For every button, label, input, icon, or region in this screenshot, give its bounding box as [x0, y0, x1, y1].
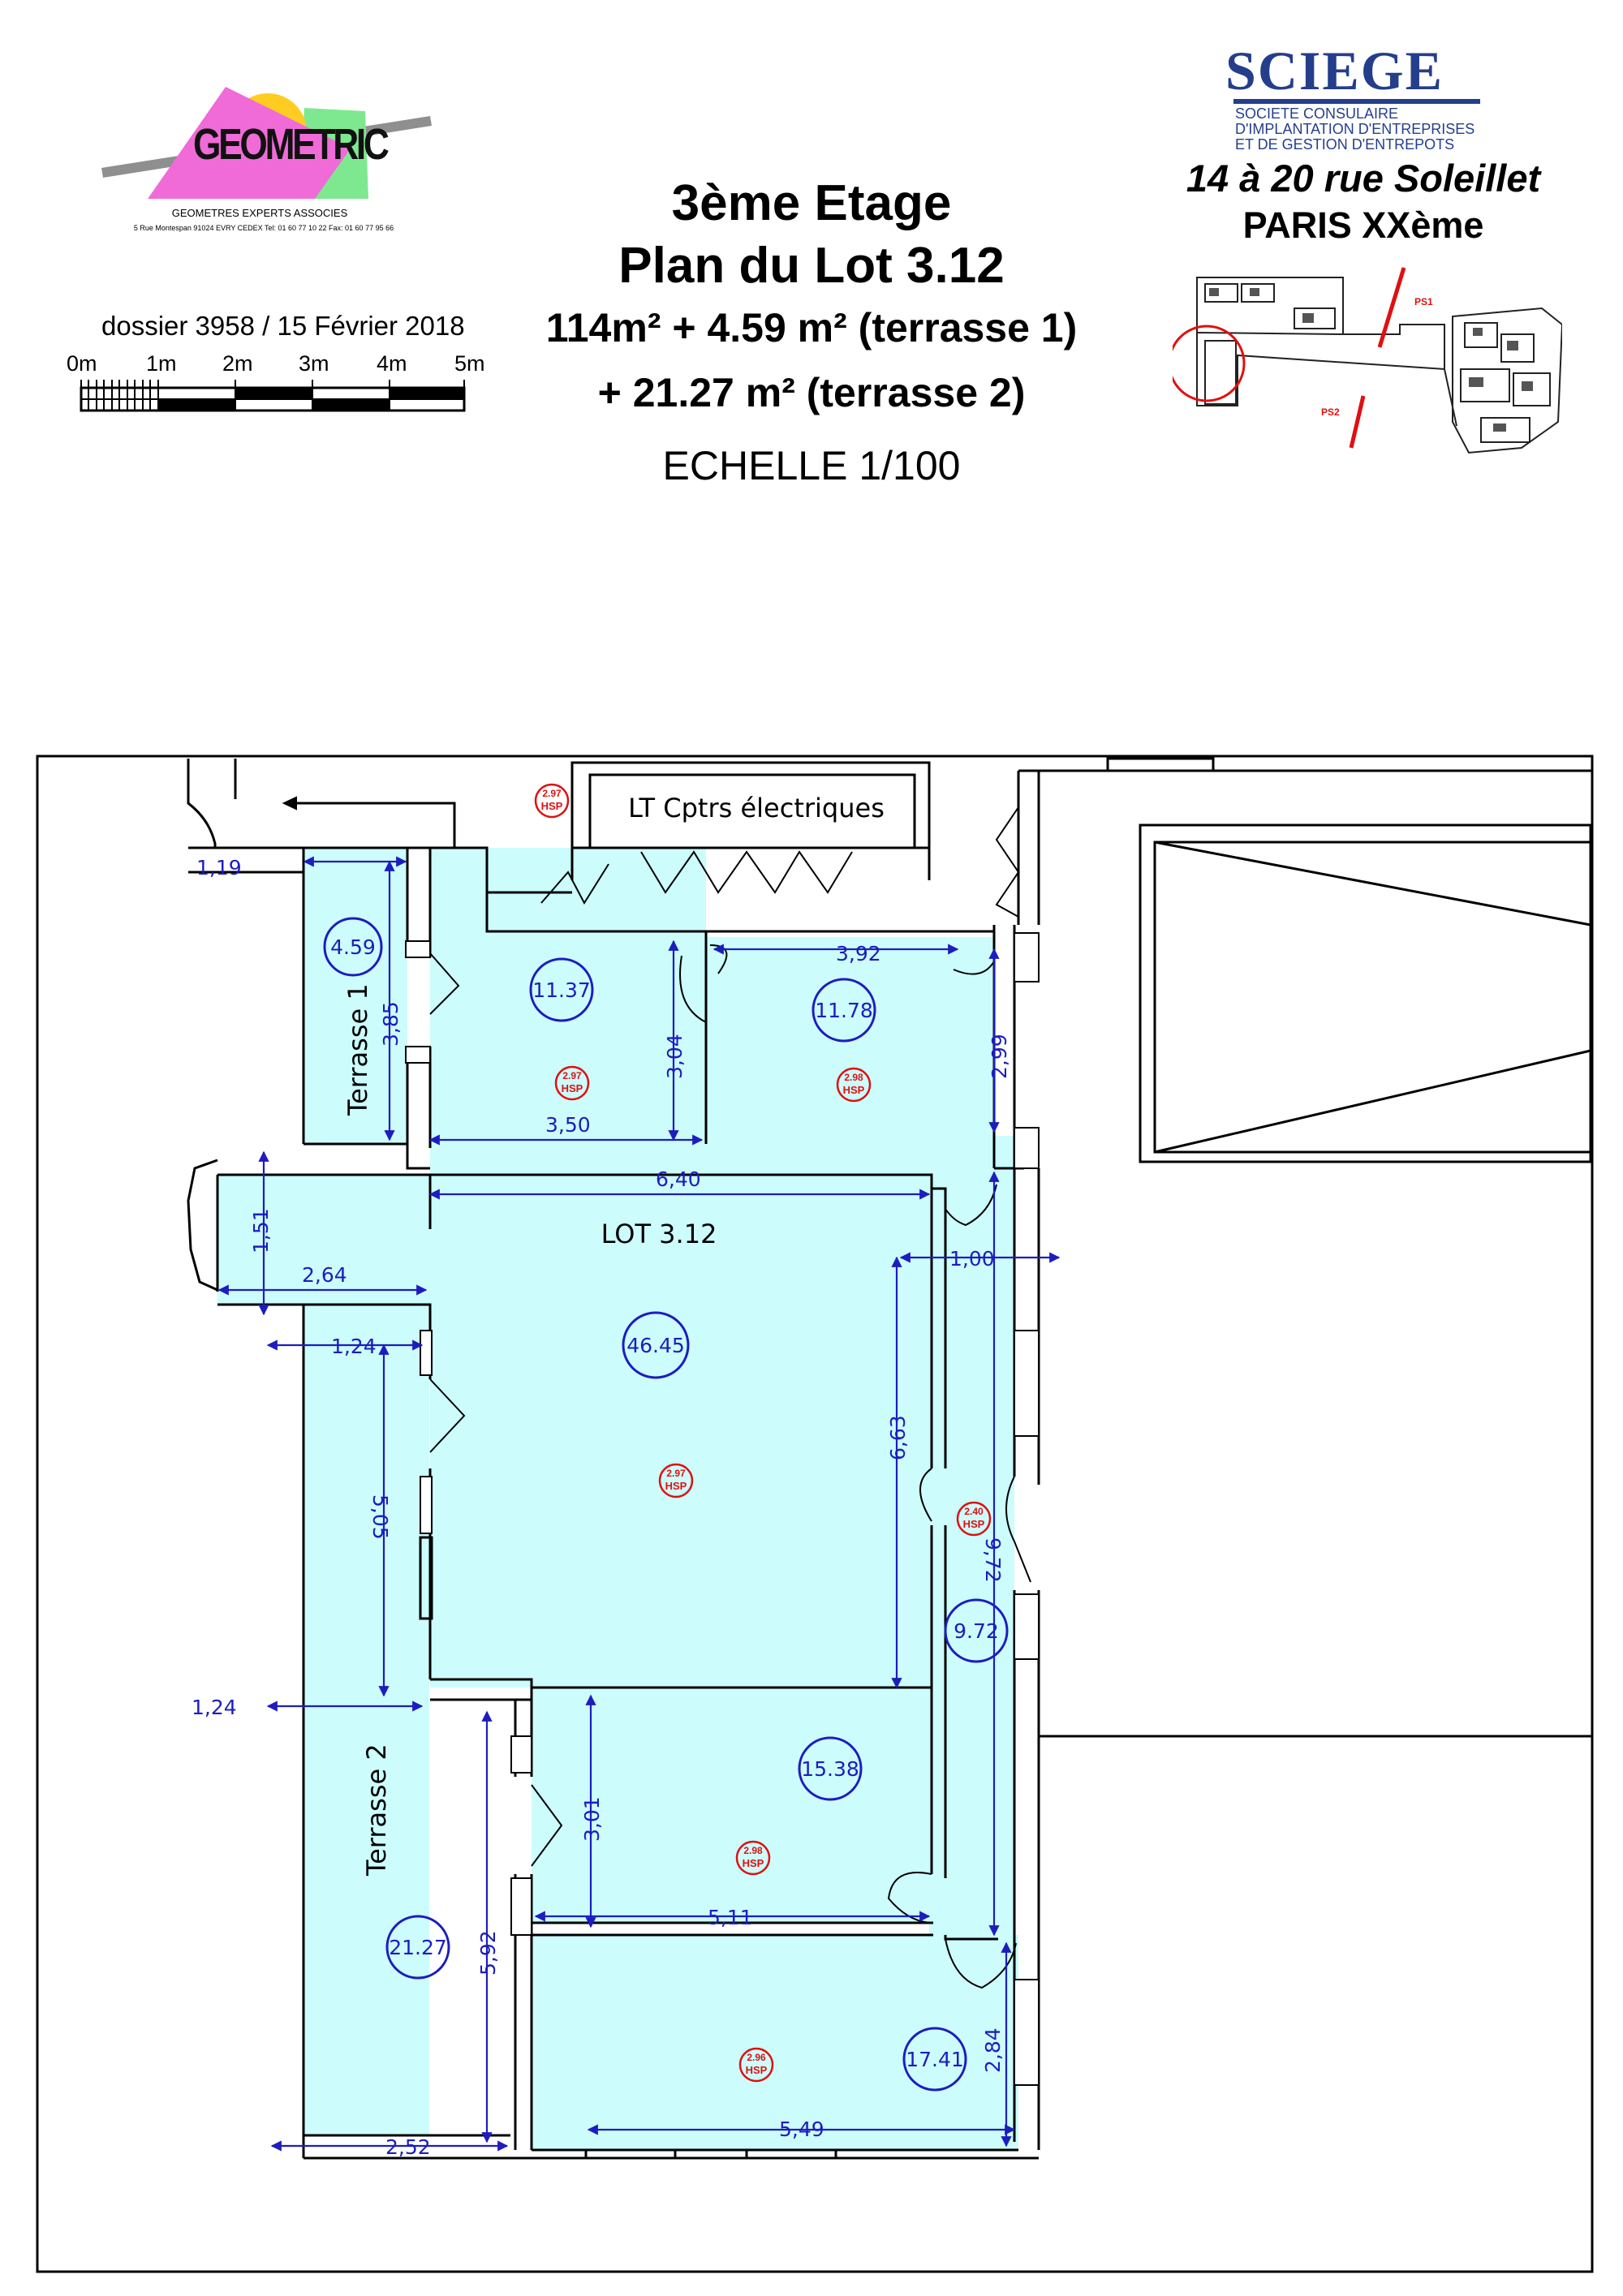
area-label-room-17-41: 17.41	[906, 2048, 964, 2071]
dim-1-24-bottom: 1,24	[192, 1696, 237, 1719]
dim-3-01: 3,01	[580, 1796, 604, 1842]
floor-fills	[217, 848, 1018, 2150]
hsp-value-lt: 2.97	[542, 788, 562, 799]
area-label-terrasse-2: 21.27	[389, 1936, 447, 1959]
scale-bar	[80, 380, 466, 412]
key-plan-label-ps1: PS1	[1414, 296, 1433, 307]
hsp-label-lt: HSP	[541, 800, 563, 812]
hsp-value-room-11-37: 2.97	[562, 1070, 582, 1081]
scale-label-2: 2m	[222, 351, 253, 376]
dim-2-99: 2,99	[988, 1034, 1011, 1079]
geometric-address: 5 Rue Montespan 91024 EVRY CEDEX Tel: 01…	[133, 224, 394, 232]
hsp-label-living-room: HSP	[665, 1480, 687, 1492]
sciege-line1: SOCIETE CONSULAIRE	[1235, 105, 1399, 122]
area-label-corridor: 9.72	[954, 1619, 999, 1643]
area-label-room-15-38: 15.38	[801, 1757, 859, 1781]
dimension-labels: 1,19 3,85 3,04 3,92 2,99 3,50 6,40 1,51 …	[192, 856, 1011, 2159]
hsp-label-corridor: HSP	[963, 1518, 985, 1530]
fill-bay-left	[217, 1175, 430, 1305]
dim-9-72: 9,72	[981, 1537, 1005, 1583]
area-label-room-11-78: 11.78	[815, 999, 873, 1022]
dim-3-92: 3,92	[836, 942, 881, 965]
dim-1-24-top: 1,24	[331, 1335, 377, 1358]
dim-2-84: 2,84	[981, 2027, 1005, 2073]
walls	[187, 757, 1592, 2160]
scale-label-5: 5m	[454, 351, 485, 376]
key-plan-label-ps2: PS2	[1321, 406, 1340, 418]
area-labels: 4.59 11.37 11.78 46.45 9.72 15.38 21.27 …	[330, 935, 999, 2071]
area-label-terrasse-1: 4.59	[330, 935, 376, 959]
logo-pink-shape	[148, 87, 351, 199]
dim-2-64: 2,64	[302, 1263, 347, 1287]
dim-3-04: 3,04	[663, 1034, 687, 1079]
area-label-room-11-37: 11.37	[532, 978, 591, 1002]
key-plan: PS1 PS2	[1173, 267, 1562, 454]
dim-2-52: 2,52	[385, 2135, 431, 2159]
dimension-lines	[217, 856, 1061, 2152]
area-line-1: 114m² + 4.59 m² (terrasse 1)	[545, 305, 1078, 350]
hsp-value-room-15-38: 2.98	[743, 1845, 763, 1856]
hsp-label-room-11-78: HSP	[843, 1084, 865, 1096]
fill-terrasse-2	[304, 1305, 429, 2136]
dim-5-92: 5,92	[476, 1930, 500, 1976]
sciege-underline	[1233, 99, 1480, 104]
window-jambs	[405, 932, 1040, 2086]
sciege-line2: D'IMPLANTATION D'ENTREPRISES	[1235, 121, 1475, 137]
scale-label-3: 3m	[299, 351, 329, 376]
room-label-lot: LOT 3.12	[601, 1219, 717, 1249]
plan-title: Plan du Lot 3.12	[618, 238, 1005, 294]
site-city: PARIS XXème	[1242, 204, 1484, 246]
room-labels: LT Cptrs électriques LOT 3.12 Terrasse 1…	[342, 793, 885, 1877]
fill-room-15-38	[532, 1688, 937, 1923]
hsp-label-room-17-41: HSP	[746, 2064, 768, 2076]
site-address: 14 à 20 rue Soleillet	[1186, 157, 1541, 200]
scale-label-4: 4m	[377, 351, 407, 376]
hsp-values: 2.97 2.97 2.98 2.97 2.40 2.98 2.96	[542, 788, 984, 2063]
geometric-logo-name: GEOMETRIC	[193, 120, 390, 169]
dim-5-49: 5,49	[779, 2118, 824, 2141]
dim-3-50: 3,50	[545, 1113, 591, 1137]
plan-frame	[36, 755, 1594, 2273]
geometric-logo: GEOMETRIC GEOMETRES EXPERTS ASSOCIES 5 R…	[81, 77, 446, 239]
dim-1-51: 1,51	[249, 1208, 273, 1253]
area-circles	[323, 917, 1009, 2092]
room-label-terrasse-2: Terrasse 2	[361, 1743, 392, 1877]
hsp-value-room-11-78: 2.98	[844, 1072, 863, 1083]
hsp-value-room-17-41: 2.96	[747, 2052, 766, 2063]
floor-title: 3ème Etage	[671, 175, 952, 231]
dossier-label: dossier 3958 / 15 Février 2018	[101, 311, 465, 341]
hsp-labels: HSP HSP HSP HSP HSP HSP HSP	[541, 800, 985, 2076]
sciege-line3: ET DE GESTION D'ENTREPOTS	[1235, 136, 1455, 153]
scale-caption: ECHELLE 1/100	[662, 443, 961, 488]
hsp-label-room-15-38: HSP	[743, 1857, 764, 1869]
north-wall-arrow	[282, 796, 454, 810]
fill-room-17-41	[532, 1935, 1018, 2150]
geometric-logo-graphic	[101, 87, 432, 199]
hsp-value-living-room: 2.97	[666, 1468, 686, 1479]
area-line-2: + 21.27 m² (terrasse 2)	[597, 370, 1026, 415]
hsp-label-room-11-37: HSP	[562, 1082, 583, 1094]
scale-label-0: 0m	[67, 351, 97, 376]
fill-living-room	[430, 1175, 933, 1688]
room-label-lt: LT Cptrs électriques	[628, 793, 885, 823]
dim-3-85: 3,85	[379, 1001, 403, 1047]
dim-1-00: 1,00	[949, 1247, 995, 1271]
dim-6-40: 6,40	[656, 1167, 701, 1191]
dim-5-05: 5,05	[368, 1494, 392, 1540]
hsp-value-corridor: 2.40	[964, 1506, 984, 1517]
dim-6-63: 6,63	[886, 1415, 910, 1460]
scale-label-1: 1m	[146, 351, 177, 376]
dim-1-19: 1,19	[196, 856, 242, 879]
dim-5-11: 5,11	[708, 1906, 753, 1929]
room-label-terrasse-1: Terrasse 1	[342, 983, 373, 1116]
geometric-tagline: GEOMETRES EXPERTS ASSOCIES	[171, 207, 348, 219]
hsp-stamps	[534, 783, 992, 2083]
sciege-name: SCIEGE	[1225, 40, 1444, 101]
door-swings	[429, 806, 1031, 1989]
area-label-living-room: 46.45	[626, 1334, 685, 1357]
